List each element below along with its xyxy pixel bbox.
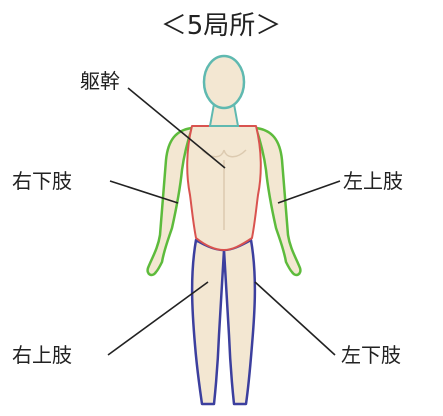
diagram-title: ＜5局所＞ [161,11,282,41]
left-upper-limb-label: 左上肢 [343,169,403,193]
head-region [202,54,246,110]
torso-label: 躯幹 [80,69,120,93]
leader-lines [107,87,341,356]
human-figure [146,54,302,406]
right-upper-limb-label: 右上肢 [12,343,72,367]
right-arm-region [146,126,194,277]
right-lower-limb-label: 右下肢 [12,169,72,193]
left-upper-limb-leader-line [277,180,341,204]
left-lower-limb-leader-line [254,281,336,356]
legs-region [190,238,257,406]
left-arm-region [254,126,302,277]
torso-leader-line [127,87,226,169]
right-lower-limb-leader-line [109,180,179,204]
left-lower-limb-label: 左下肢 [341,343,401,367]
right-upper-limb-leader-line [107,281,209,356]
chest-shading [201,149,247,230]
